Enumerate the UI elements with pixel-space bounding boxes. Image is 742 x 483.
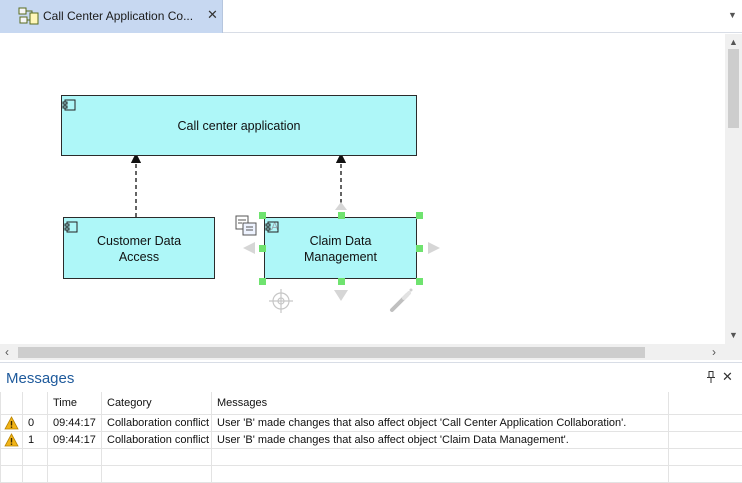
row-message: User 'B' made changes that also affect o…: [212, 414, 669, 431]
resize-handle-top-right[interactable]: [416, 212, 423, 219]
empty-cell: [48, 448, 102, 465]
resize-handle-bottom-right[interactable]: [416, 278, 423, 285]
column-header-category[interactable]: Category: [102, 392, 212, 414]
messages-panel: Messages ✕ Time Category Messages: [0, 362, 742, 482]
warning-icon: [4, 416, 19, 430]
connect-arrow-right-icon[interactable]: [428, 242, 440, 254]
column-header-icon[interactable]: [1, 392, 23, 414]
row-index: 1: [23, 431, 48, 448]
column-header-messages[interactable]: Messages: [212, 392, 669, 414]
resize-handle-left[interactable]: [259, 245, 266, 252]
node-call-center-application[interactable]: Call center application: [61, 95, 417, 156]
column-header-filler: [669, 392, 742, 414]
empty-cell: [23, 465, 48, 482]
empty-cell: [102, 465, 212, 482]
resize-handle-right[interactable]: [416, 245, 423, 252]
row-filler: [669, 414, 742, 431]
row-index: 0: [23, 414, 48, 431]
empty-cell: [48, 465, 102, 482]
node-label-line-1: Customer Data: [64, 233, 214, 249]
row-time: 09:44:17: [48, 431, 102, 448]
node-label-line-1: Claim Data: [265, 233, 416, 249]
table-row[interactable]: 0 09:44:17 Collaboration conflict User '…: [1, 414, 742, 431]
scroll-down-icon[interactable]: ▼: [729, 330, 738, 340]
diagram-connectors: [0, 34, 725, 344]
tab-close-icon[interactable]: ✕: [207, 8, 218, 22]
diagram-canvas[interactable]: Call center application Customer Data Ac…: [0, 34, 725, 344]
table-row[interactable]: 1 09:44:17 Collaboration conflict User '…: [1, 431, 742, 448]
empty-cell: [669, 448, 742, 465]
resize-handle-top[interactable]: [338, 212, 345, 219]
node-claim-data-management[interactable]: A Claim Data Management: [264, 217, 417, 279]
empty-cell: [212, 448, 669, 465]
collaboration-diagram-icon: [18, 7, 39, 25]
pin-icon[interactable]: [706, 371, 716, 386]
column-header-index[interactable]: [23, 392, 48, 414]
scroll-up-icon[interactable]: ▲: [729, 37, 738, 47]
panel-close-icon[interactable]: ✕: [722, 369, 733, 385]
component-icon: [265, 221, 279, 233]
resize-handle-bottom-left[interactable]: [259, 278, 266, 285]
warning-icon: [4, 433, 19, 447]
horizontal-scroll-thumb[interactable]: [18, 347, 645, 358]
magic-wand-icon[interactable]: [392, 289, 413, 311]
component-icon: [64, 221, 78, 233]
table-row-empty: [1, 448, 742, 465]
tab-list-dropdown-icon[interactable]: ▼: [728, 10, 737, 20]
row-icon-cell: [1, 414, 23, 431]
tab-title: Call Center Application Co...: [43, 9, 193, 23]
panel-title: Messages: [6, 370, 74, 387]
resize-handle-bottom[interactable]: [338, 278, 345, 285]
table-header-row: Time Category Messages: [1, 392, 742, 414]
node-label-line-2: Access: [64, 249, 214, 265]
connect-arrow-down-icon[interactable]: [334, 290, 348, 301]
connect-arrow-up-icon[interactable]: [335, 202, 347, 210]
row-message: User 'B' made changes that also affect o…: [212, 431, 669, 448]
empty-cell: [1, 448, 23, 465]
crosshair-icon[interactable]: [269, 289, 293, 313]
empty-cell: [1, 465, 23, 482]
row-icon-cell: [1, 431, 23, 448]
connect-arrow-left-icon[interactable]: [243, 242, 255, 254]
horizontal-scrollbar[interactable]: ‹ ›: [0, 344, 742, 360]
vertical-scrollbar[interactable]: ▲ ▼: [725, 34, 742, 344]
row-filler: [669, 431, 742, 448]
row-category: Collaboration conflict: [102, 431, 212, 448]
component-icon: [62, 99, 76, 111]
document-tab-strip: Call Center Application Co... ✕ ▼: [0, 0, 742, 33]
row-time: 09:44:17: [48, 414, 102, 431]
empty-cell: [669, 465, 742, 482]
resize-handle-top-left[interactable]: [259, 212, 266, 219]
empty-cell: [23, 448, 48, 465]
properties-icon[interactable]: [236, 216, 256, 235]
scroll-right-icon[interactable]: ›: [712, 345, 716, 359]
node-label: Call center application: [62, 118, 416, 134]
tab-call-center-application[interactable]: Call Center Application Co... ✕: [0, 0, 223, 33]
column-header-time[interactable]: Time: [48, 392, 102, 414]
empty-cell: [212, 465, 669, 482]
messages-table: Time Category Messages 0 09:44:17 Collab…: [0, 392, 742, 483]
vertical-scroll-thumb[interactable]: [728, 49, 739, 128]
node-customer-data-access[interactable]: Customer Data Access: [63, 217, 215, 279]
row-category: Collaboration conflict: [102, 414, 212, 431]
scroll-left-icon[interactable]: ‹: [5, 345, 9, 359]
node-label-line-2: Management: [265, 249, 416, 265]
empty-cell: [102, 448, 212, 465]
table-row-empty: [1, 465, 742, 482]
